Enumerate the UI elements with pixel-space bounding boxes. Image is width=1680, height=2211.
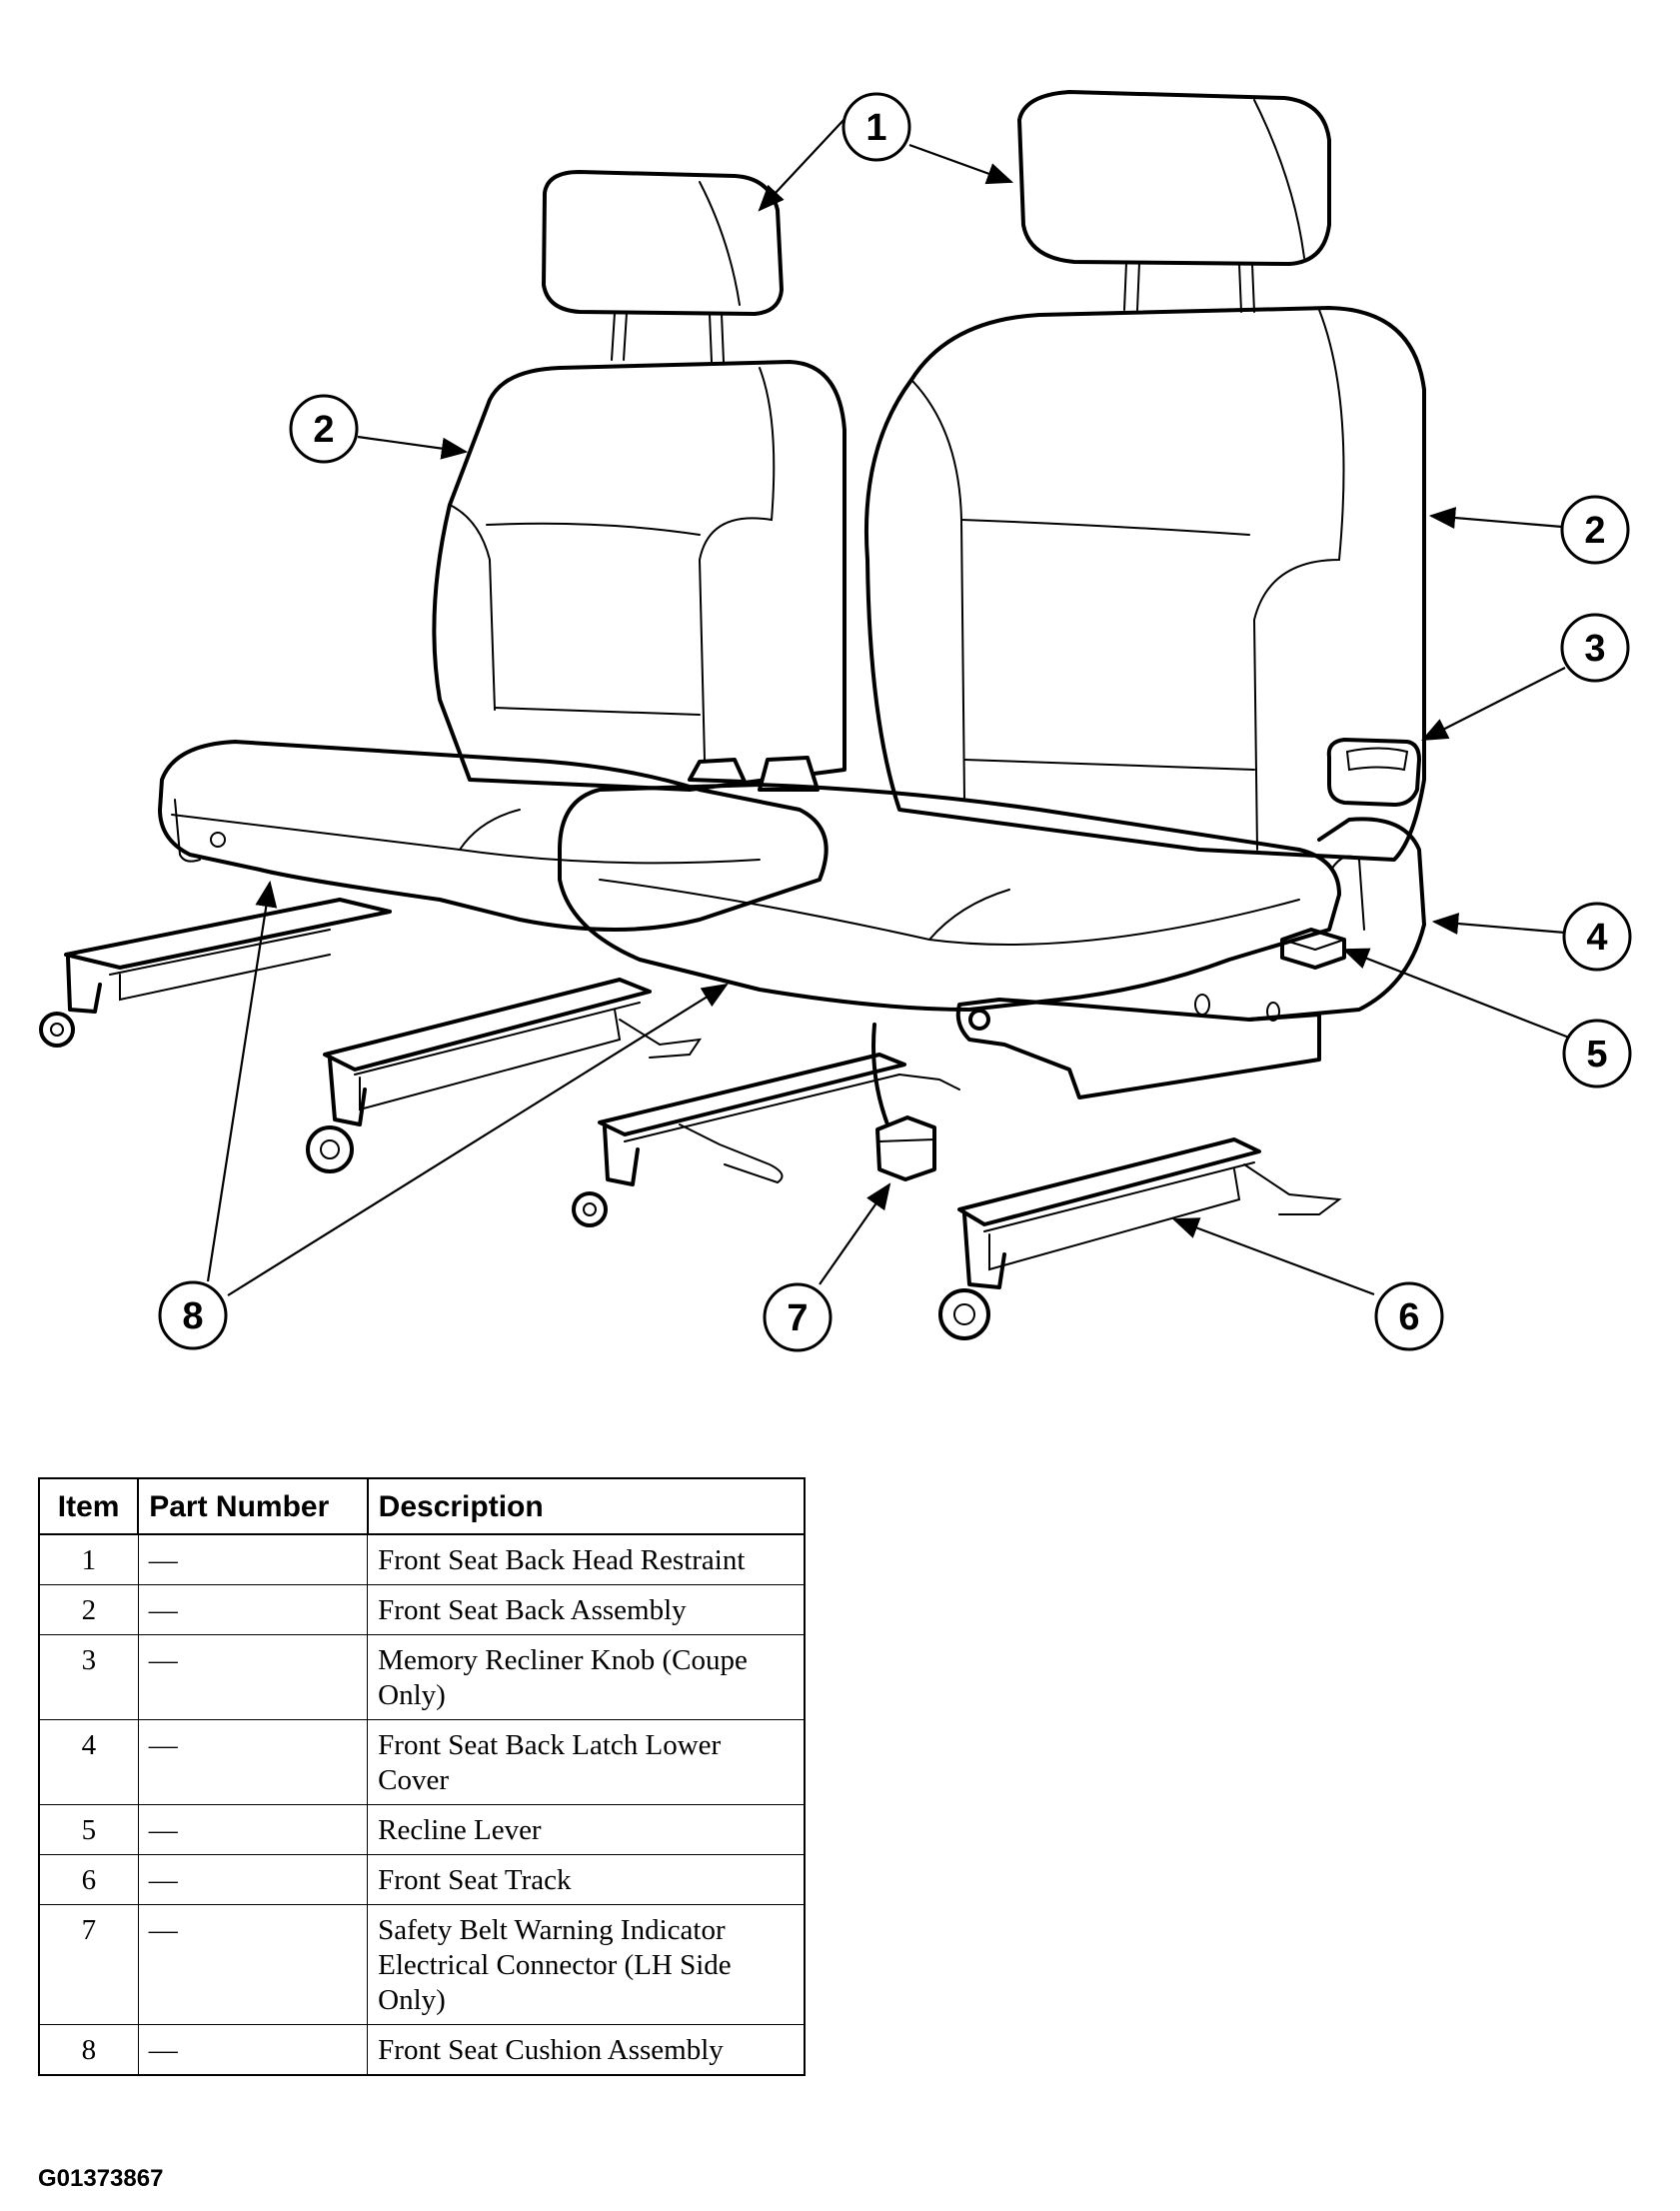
column-header-description: Description <box>366 1477 807 1535</box>
callout-2-left: 2 <box>289 394 359 464</box>
callout-5: 5 <box>1562 1019 1632 1089</box>
table-row: 7—Safety Belt Warning Indicator Electric… <box>38 1904 806 2025</box>
cell-part-number: — <box>137 1533 369 1585</box>
leader-lines <box>206 117 1570 1296</box>
cell-item: 5 <box>38 1804 139 1855</box>
column-header-part-number: Part Number <box>137 1477 369 1535</box>
callout-1: 1 <box>841 92 911 162</box>
svg-text:7: 7 <box>787 1297 808 1339</box>
table-row: 8—Front Seat Cushion Assembly <box>38 2024 806 2076</box>
svg-text:4: 4 <box>1586 917 1607 959</box>
svg-text:5: 5 <box>1586 1034 1607 1076</box>
cell-item: 3 <box>38 1634 139 1720</box>
svg-text:2: 2 <box>313 409 334 451</box>
callout-6: 6 <box>1374 1281 1444 1351</box>
callout-8: 8 <box>158 1280 228 1350</box>
cell-part-number: — <box>137 1719 369 1805</box>
cell-item: 1 <box>38 1533 139 1585</box>
figure-id: G01373867 <box>38 2165 164 2192</box>
table-row: 5—Recline Lever <box>38 1804 806 1855</box>
svg-text:1: 1 <box>865 107 886 149</box>
cell-item: 7 <box>38 1904 139 2025</box>
cell-description: Safety Belt Warning Indicator Electrical… <box>367 1904 806 2025</box>
cell-part-number: — <box>137 1584 369 1635</box>
table-row: 3—Memory Recliner Knob (Coupe Only) <box>38 1634 806 1720</box>
table-row: 2—Front Seat Back Assembly <box>38 1584 806 1635</box>
svg-text:6: 6 <box>1398 1296 1419 1338</box>
cell-item: 8 <box>38 2024 139 2076</box>
callout-4: 4 <box>1562 902 1632 972</box>
table-row: 4—Front Seat Back Latch Lower Cover <box>38 1719 806 1805</box>
svg-text:8: 8 <box>182 1295 203 1337</box>
seat-exploded-diagram: 1 2 2 3 4 5 6 7 8 <box>39 90 1632 1352</box>
cell-part-number: — <box>137 1804 369 1855</box>
table-header-row: Item Part Number Description <box>37 1477 807 1535</box>
cell-description: Front Seat Back Head Restraint <box>367 1533 806 1585</box>
table-row: 1—Front Seat Back Head Restraint <box>38 1533 806 1585</box>
cell-part-number: — <box>137 1904 369 2025</box>
callout-3: 3 <box>1560 613 1630 683</box>
table-row: 6—Front Seat Track <box>38 1854 806 1905</box>
parts-table: Item Part Number Description 1—Front Sea… <box>37 1477 807 2076</box>
cell-item: 4 <box>38 1719 139 1805</box>
cell-item: 2 <box>38 1584 139 1635</box>
cell-description: Front Seat Cushion Assembly <box>367 2024 806 2076</box>
cell-description: Front Seat Track <box>367 1854 806 1905</box>
cell-description: Memory Recliner Knob (Coupe Only) <box>367 1634 806 1720</box>
cell-description: Recline Lever <box>367 1804 806 1855</box>
right-seat-illustration <box>306 90 1426 1340</box>
cell-description: Front Seat Back Assembly <box>367 1584 806 1635</box>
cell-item: 6 <box>38 1854 139 1905</box>
cell-part-number: — <box>137 2024 369 2076</box>
cell-description: Front Seat Back Latch Lower Cover <box>367 1719 806 1805</box>
cell-part-number: — <box>137 1634 369 1720</box>
cell-part-number: — <box>137 1854 369 1905</box>
left-seat-illustration <box>39 170 846 1048</box>
column-header-item: Item <box>37 1477 140 1535</box>
callout-2-right: 2 <box>1560 495 1630 565</box>
svg-text:3: 3 <box>1584 628 1605 670</box>
callout-7: 7 <box>763 1282 833 1352</box>
svg-text:2: 2 <box>1584 510 1605 552</box>
